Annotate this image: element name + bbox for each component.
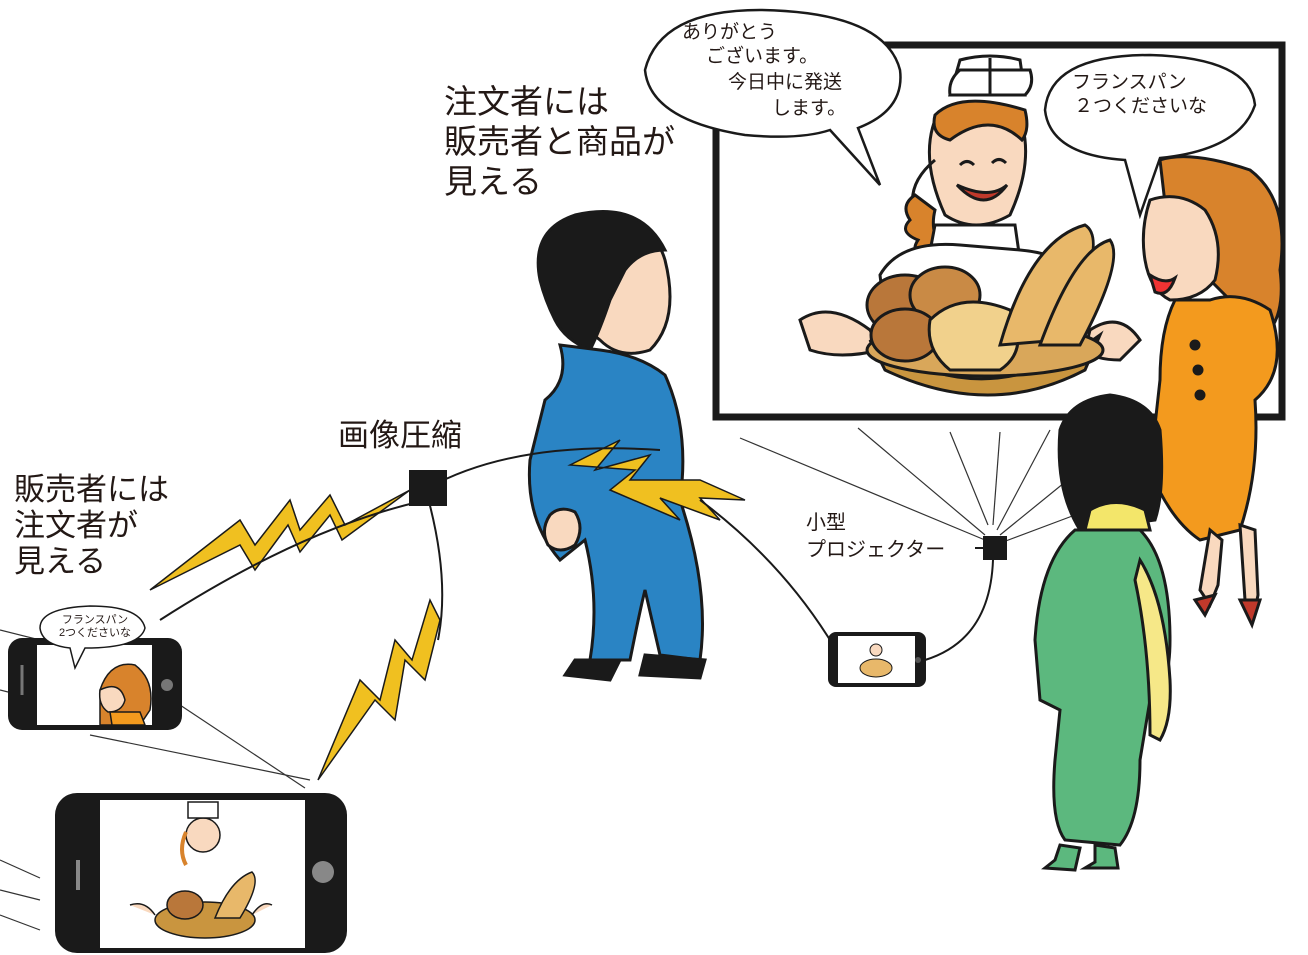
perspective-lines bbox=[0, 427, 1081, 931]
orderer-man bbox=[527, 210, 707, 682]
phone-orderer-view bbox=[8, 638, 182, 730]
projector-device bbox=[983, 536, 1007, 560]
orderer-sees-label: 注文者には 販売者と商品が 見える bbox=[444, 83, 675, 200]
phone-projector bbox=[828, 632, 926, 687]
speech-bubble-phone bbox=[39, 605, 146, 671]
seller-reply-line4: します。 bbox=[772, 98, 847, 119]
phone-seller-view bbox=[55, 793, 347, 953]
customer-woman bbox=[1141, 155, 1284, 630]
compression-node bbox=[159, 447, 661, 641]
projector-wiring bbox=[699, 499, 994, 661]
customer-order-line2: ２つくださいな bbox=[1074, 96, 1208, 117]
image-compression-label: 画像圧縮 bbox=[338, 418, 462, 453]
projector-label: 小型 プロジェクター bbox=[806, 512, 946, 561]
seller-sees-label: 販売者には 注文者が 見える bbox=[14, 472, 169, 579]
speech-bubble-customer bbox=[1043, 53, 1257, 220]
customer-order-line1: フランスパン bbox=[1072, 72, 1187, 93]
phone-bubble-text: フランスパン 2つくださいな bbox=[58, 614, 132, 639]
bread-basket-screen bbox=[798, 223, 1142, 397]
seller-reply-line2: ございます。 bbox=[706, 46, 819, 67]
seller-reply-line1: ありがとう bbox=[682, 22, 778, 43]
woman-back-view bbox=[1033, 393, 1172, 872]
speech-bubble-seller bbox=[643, 8, 902, 186]
seller-reply-line3: 今日中に発送 bbox=[728, 72, 843, 93]
